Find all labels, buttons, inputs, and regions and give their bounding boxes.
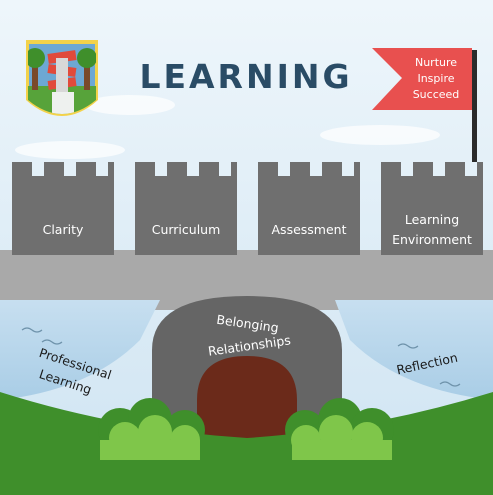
grass-hill [0,392,493,495]
bush-right-icon [285,398,394,460]
tower-label-learning: Learning [405,212,459,227]
page-title: LEARNING [139,57,352,96]
school-crest-icon [26,40,98,116]
flag-text-inspire: Inspire [417,72,454,85]
tower-curriculum [135,162,237,255]
tower-label-curriculum: Curriculum [152,222,221,237]
flag-text-succeed: Succeed [413,88,460,101]
flag-icon [372,48,477,162]
water-ripples [21,327,461,387]
tower-label-environment: Environment [392,232,472,247]
tower-clarity [12,162,114,255]
tower-learning-environment [381,162,483,255]
cloud [15,95,440,159]
moat-left [0,300,160,400]
tower-label-assessment: Assessment [272,222,347,237]
bush-left-icon [98,398,205,460]
tower-assessment [258,162,360,255]
flag-text-nurture: Nurture [415,56,457,69]
moat-right [335,300,493,400]
gate-door [197,356,297,455]
tower-label-clarity: Clarity [43,222,84,237]
